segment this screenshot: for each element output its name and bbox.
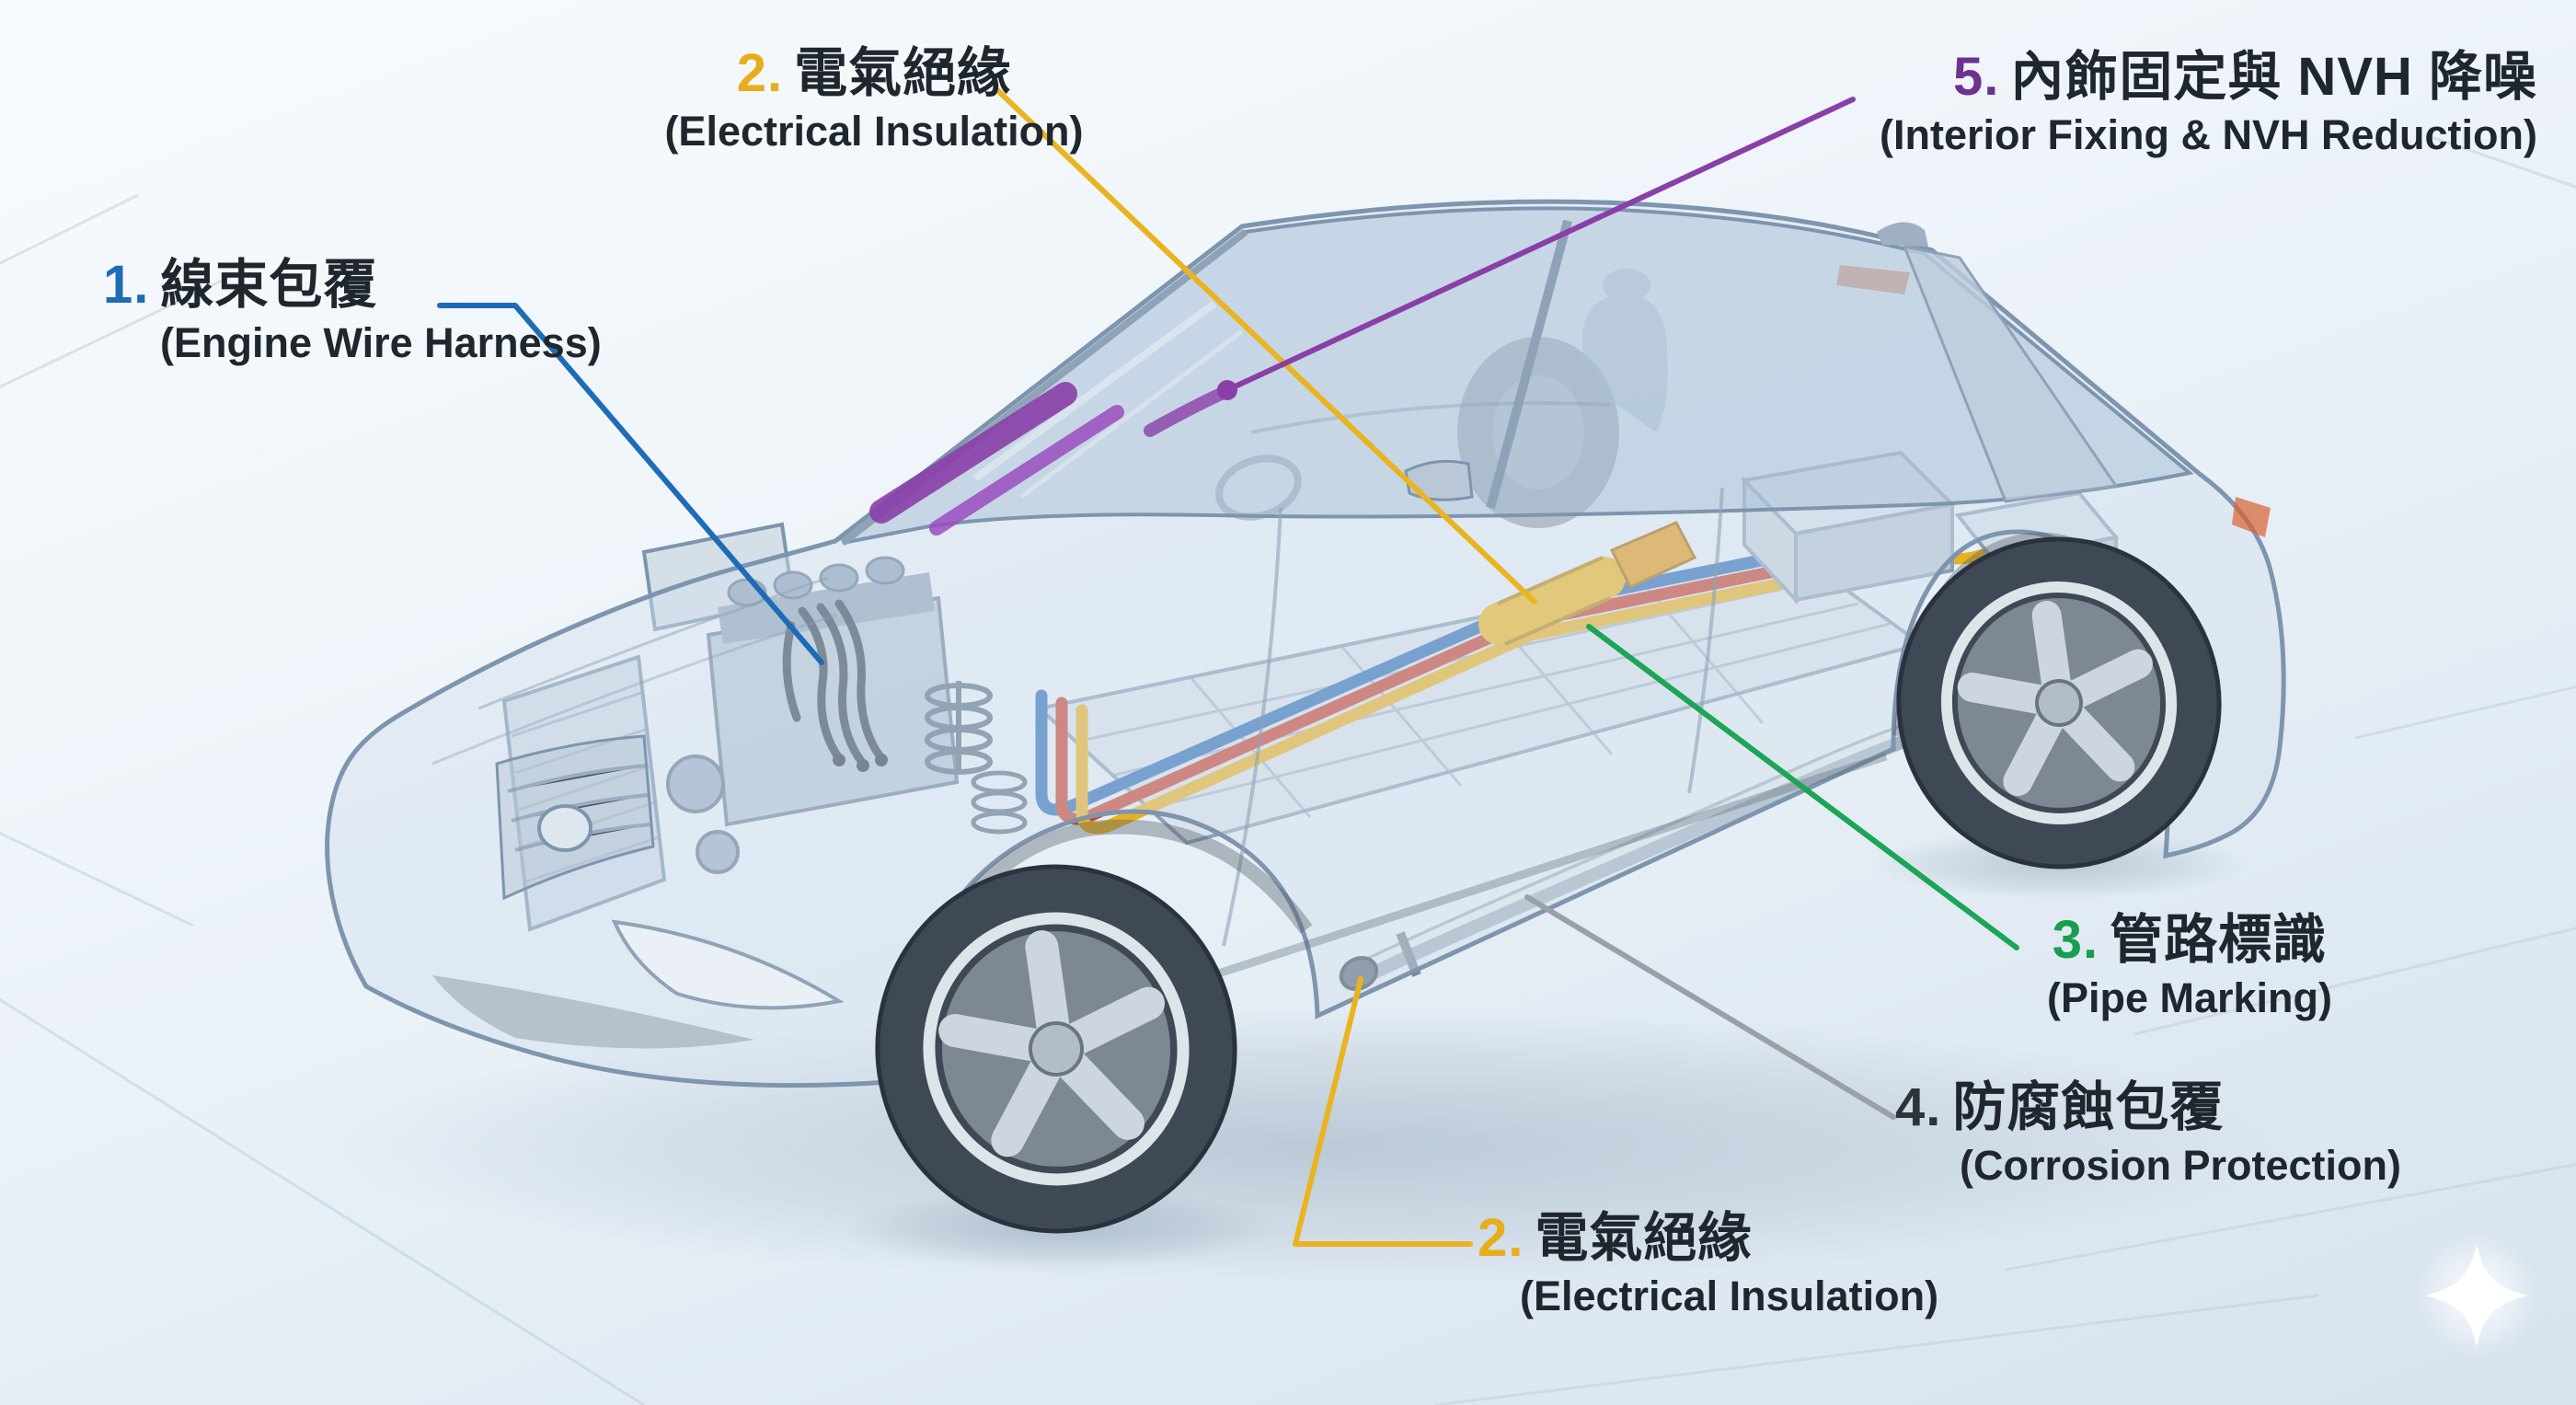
callout-lines	[437, 86, 2019, 1247]
callout-line-engine-wire-harness	[437, 303, 824, 665]
rear-wheel	[1896, 536, 2222, 869]
car-body	[325, 199, 2286, 1088]
coil-spring-lower	[971, 770, 1028, 835]
callout-line-corrosion-protection	[1524, 894, 1896, 1120]
label-title: 4.防腐蝕包覆	[1895, 1077, 2401, 1137]
engine-wire-harness	[782, 599, 888, 772]
pipe-end-fitting	[1339, 956, 1379, 991]
label-en-text: (Electrical Insulation)	[1520, 1272, 1939, 1319]
label-pipe-marking: 3.管路標識 (Pipe Marking)	[1969, 910, 2410, 1021]
label-corrosion-protection: 4.防腐蝕包覆 (Corrosion Protection)	[1895, 1077, 2401, 1189]
front-wheel	[875, 864, 1237, 1234]
taillight	[2232, 497, 2271, 537]
sparkle-icon	[2412, 1231, 2541, 1360]
antenna-fin	[1877, 222, 1928, 247]
label-title: 3.管路標識	[1969, 910, 2410, 970]
label-number: 1.	[103, 255, 150, 315]
callout-endpoint-dot-nvh	[1217, 380, 1237, 400]
side-mirror	[1404, 459, 1474, 501]
label-en-text: (Corrosion Protection)	[1960, 1141, 2401, 1189]
label-zh-text: 線束包覆	[160, 255, 378, 315]
label-en-text: (Engine Wire Harness)	[160, 318, 602, 366]
cabin-hints	[1215, 269, 1668, 521]
label-en-text: (Pipe Marking)	[2046, 973, 2333, 1021]
cable-yellow	[1075, 555, 1898, 835]
front-end	[432, 734, 845, 1049]
label-number: 5.	[1952, 47, 2000, 107]
floor-grid-lines	[0, 134, 2576, 1405]
label-title: 5.內飾固定與 NVH 降噪	[1880, 47, 2537, 107]
headlight	[611, 919, 845, 1010]
orange-connector	[1609, 521, 1697, 589]
callout-line-pipe-marking	[1586, 624, 2019, 950]
label-en-text: (Electrical Insulation)	[664, 107, 1084, 155]
label-number: 3.	[2052, 910, 2099, 970]
coil-spring-front	[925, 681, 993, 775]
pillars-and-seams	[431, 219, 2119, 1081]
label-zh-text: 電氣絕緣	[794, 43, 1012, 103]
insulation-tape-wrap	[1478, 521, 1697, 646]
label-electrical-insulation-top: 2.電氣絕緣 (Electrical Insulation)	[580, 43, 1168, 155]
label-number: 2.	[1478, 1208, 1524, 1268]
label-title: 1.線束包覆	[103, 255, 602, 315]
pulley	[666, 754, 725, 813]
label-number: 2.	[736, 43, 784, 103]
pulley-small	[696, 830, 740, 874]
brand-logo	[537, 804, 592, 852]
label-title: 2.電氣絕緣	[580, 43, 1168, 103]
far-taillight	[1836, 265, 1910, 294]
label-title: 2.電氣絕緣	[1478, 1208, 1938, 1268]
glass-reflections	[972, 300, 1244, 499]
label-en-text: (Interior Fixing & NVH Reduction)	[1880, 110, 2537, 158]
label-engine-wire-harness: 1.線束包覆 (Engine Wire Harness)	[103, 255, 602, 366]
label-number: 4.	[1895, 1077, 1942, 1137]
callout-line-electrical-insulation-top	[993, 86, 1537, 605]
label-zh-text: 內飾固定與 NVH 降噪	[2010, 47, 2537, 107]
label-zh-text: 防腐蝕包覆	[1952, 1077, 2225, 1137]
callout-line-interior-fixing-nvh	[1225, 97, 1856, 393]
label-zh-text: 電氣絕緣	[1535, 1208, 1753, 1268]
label-zh-text: 管路標識	[2110, 910, 2328, 970]
label-electrical-insulation-bottom: 2.電氣絕緣 (Electrical Insulation)	[1478, 1208, 1939, 1319]
label-interior-fixing-nvh: 5.內飾固定與 NVH 降噪 (Interior Fixing & NVH Re…	[1880, 47, 2537, 158]
callout-line-electrical-insulation-bottom	[1293, 976, 1473, 1247]
lower-intake	[432, 975, 754, 1049]
